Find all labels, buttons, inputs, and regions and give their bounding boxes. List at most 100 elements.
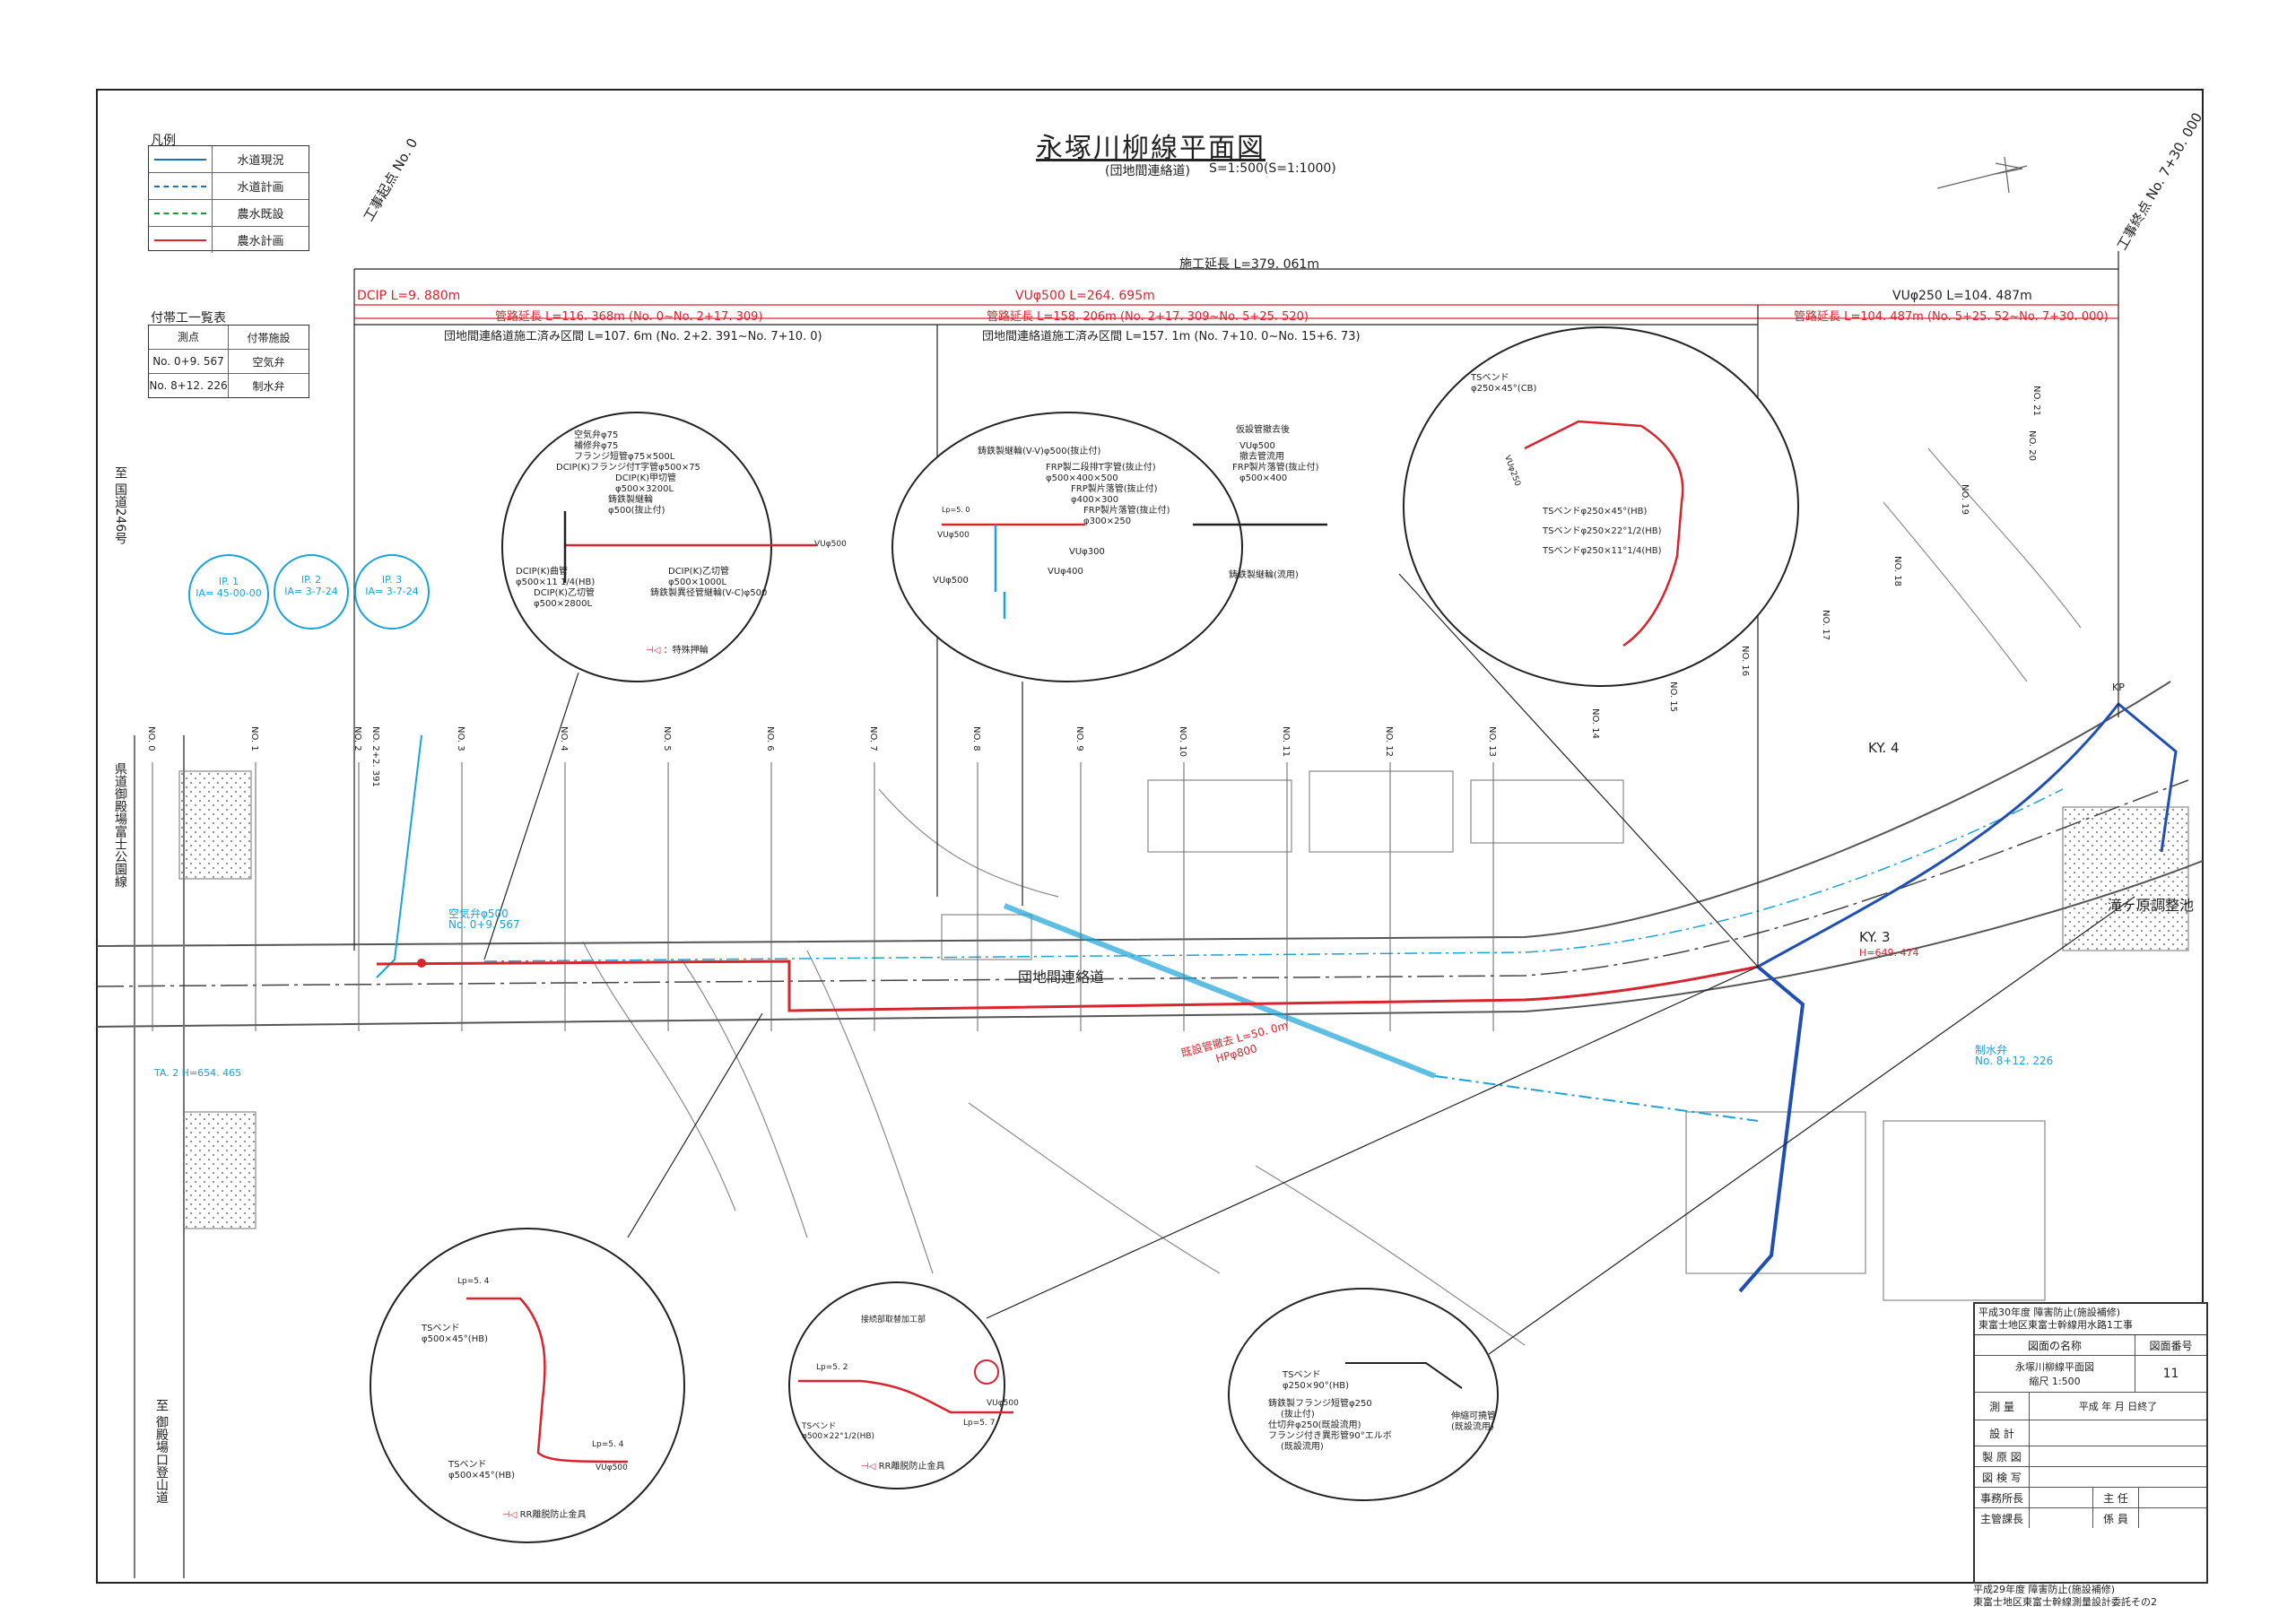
station-label: NO. 5: [662, 726, 672, 751]
facilities-col-header: 付帯施設: [247, 331, 291, 344]
station-label: NO. 1: [249, 726, 259, 751]
detail-4-legend: ⊣◁ RR離脱防止金具: [502, 1510, 587, 1520]
bottom-road-label: 至 御殿場口登山道: [154, 1399, 169, 1504]
station-label: NO. 2: [352, 726, 362, 751]
legend-heading: 凡例: [151, 134, 176, 148]
drawing-title: 永塚川柳線平面図: [1036, 133, 1265, 164]
station-label: NO. 17: [1821, 610, 1831, 641]
detail-5-title: 接続部取替加工部: [861, 1316, 926, 1324]
table-row: No. 8+12. 226 制水弁: [149, 374, 309, 397]
table-row: No. 0+9. 567 空気弁: [149, 350, 309, 374]
station-label: NO. 18: [1892, 556, 1902, 587]
detail-2-diagram: [942, 523, 1327, 619]
legend-label: 水道計画: [237, 181, 284, 195]
vu250-length-label: VUφ250 L=104. 487m: [1892, 289, 2032, 303]
detail-circle-2: [891, 412, 1243, 682]
legend-swatch: [149, 173, 213, 199]
legend-row: 水道現況: [149, 146, 309, 173]
ip-circle-1: IP. 1 IA= 45-00-00: [188, 554, 269, 635]
planned-main-pipe: [376, 960, 1759, 1012]
detail-4-lp: Lp=5. 4: [592, 1440, 624, 1449]
existing-water-line: [376, 734, 422, 978]
dcip-length-label: DCIP L=9. 880m: [357, 289, 461, 303]
prefectural-road-label: 県道御殿場富士公園線: [113, 762, 127, 888]
footer-line-2: 東富士地区東富士幹線測量設計委託その2: [1973, 1596, 2157, 1608]
footer-note: 平成29年度 障害防止(施設補修) 東富士地区東富士幹線測量設計委託その2: [1973, 1584, 2224, 1609]
detail-4-bend-b: TSベンド φ500×45°(HB): [448, 1460, 515, 1481]
title-block: 平成30年度 障害防止(施設補修) 東富士地区東富士幹線用水路1工事 図面の名称…: [1973, 1302, 2208, 1584]
pond-label: 滝ヶ原調整池: [2108, 897, 2195, 914]
detail-6-bend: TSベンド φ250×90°(HB): [1283, 1370, 1349, 1391]
legend-row: 水道計画: [149, 173, 309, 200]
station-label: NO. 12: [1384, 726, 1394, 758]
tb-draft: 製 原 図: [1975, 1446, 2030, 1466]
station-label: NO. 14: [1590, 708, 1600, 740]
detail-1-notes: 空気弁φ75 補修弁φ75 フランジ短管φ75×500L DCIP(K)フランジ…: [556, 430, 700, 516]
detail-2-vu400: VUφ400: [1048, 567, 1083, 577]
tb-drawing-no: 11: [2162, 1367, 2179, 1381]
station-label: NO. 13: [1487, 726, 1497, 758]
detail-1-notes-lower: DCIP(K)曲管 φ500×11 1/4(HB) DCIP(K)乙切管 φ50…: [516, 567, 768, 609]
legend-label: 農水既設: [237, 208, 284, 221]
detail-5-bend: TSベンド φ500×22°1/2(HB): [802, 1422, 875, 1441]
station-label: NO. 2+2. 391: [370, 726, 380, 787]
vu500-length-label: VUφ500 L=264. 695m: [1015, 289, 1155, 303]
project-line-1: 平成30年度 障害防止(施設補修): [1979, 1307, 2121, 1318]
detail-4-diagram: [466, 1297, 629, 1463]
detail-5-lp-a: Lp=5. 2: [816, 1363, 848, 1372]
legend-swatch: [149, 200, 213, 226]
planned-water-line: [483, 788, 2064, 962]
station-label: NO. 3: [456, 726, 465, 751]
legend-box: 水道現況 水道計画 農水既設 農水計画: [148, 145, 309, 253]
table-cell: No. 8+12. 226: [149, 374, 229, 397]
station-label: NO. 8: [971, 726, 981, 751]
table-cell: 空気弁: [252, 355, 285, 369]
control-valve-label: 制水弁: [1975, 1044, 2008, 1056]
air-valve-label: 空気弁φ500: [448, 908, 509, 920]
background-map: [178, 447, 2189, 1346]
detail-5-lp-b: Lp=5. 7: [963, 1419, 996, 1428]
detail-circle-3: [1403, 326, 1799, 687]
detail-2-notes: 鋳鉄製継輪(V-V)φ500(抜止付) FRP製二段排T字管(抜止付) φ500…: [978, 447, 1170, 526]
station-label: NO. 6: [765, 726, 775, 751]
station-label: NO. 11: [1281, 726, 1291, 758]
detail-3-notes: TSベンド φ250×45°(CB): [1471, 373, 1537, 394]
existing-pipe-extension: [1434, 1075, 1759, 1122]
legend-row: 農水既設: [149, 200, 309, 227]
planned-pipe-vu250: [1757, 701, 2178, 968]
detail-2-temp-notes: 仮設管撤去後 VUφ500 撤去管流用 FRP製片落管(抜止付) φ500×40…: [1232, 425, 1319, 483]
station-label: NO. 9: [1074, 726, 1084, 751]
station-label: NO. 15: [1668, 682, 1678, 713]
detail-circle-4: [370, 1228, 685, 1543]
pipe-length-1: 管路延長 L=116. 368m (No. 0~No. 2+17. 309): [495, 310, 763, 324]
road-centerline: [96, 779, 2189, 987]
detail-5-vu500: VUφ500: [987, 1399, 1019, 1408]
detail-4-vu500: VUφ500: [596, 1463, 628, 1472]
drawing-scale: S=1:500(S=1:1000): [1209, 161, 1336, 176]
planned-pipe-branch: [1738, 965, 1805, 1293]
tb-survey: 測 量: [1975, 1393, 2030, 1420]
detail-4-notes: Lp=5. 4: [457, 1277, 490, 1286]
detail-4-bend-a: TSベンド φ500×45°(HB): [422, 1324, 488, 1344]
facilities-col-header: 測点: [149, 326, 229, 349]
construction-length-label: 施工延長 L=379. 061m: [1179, 257, 1319, 272]
detail-5-diagram: [798, 1379, 1013, 1414]
detail-circle-1: [501, 412, 772, 682]
road-name-label: 団地間連絡道: [1018, 968, 1105, 986]
ky3-height: H=649. 474: [1859, 947, 1919, 959]
tb-design: 設 計: [1975, 1420, 2030, 1446]
route246-label: 至 国道246号: [113, 466, 127, 545]
detail-3-diagram: [1524, 420, 1684, 647]
air-valve-marker: [417, 959, 426, 968]
station-label: NO. 19: [1960, 484, 1970, 516]
ip-circle-3: IP. 3 IA= 3-7-24: [354, 554, 430, 630]
legend-row: 農水計画: [149, 227, 309, 253]
legend-label: 農水計画: [237, 235, 284, 248]
table-cell: No. 0+9. 567: [149, 350, 229, 373]
tb-check: 図 検 写: [1975, 1467, 2030, 1487]
air-valve-station: No. 0+9. 567: [448, 918, 520, 931]
detail-6-notes: 鋳鉄製フランジ短管φ250 (抜止付) 仕切弁φ250(既設流用) フランジ付き…: [1268, 1399, 1392, 1452]
tb-survey-date: 平成 年 月 日終了: [2078, 1401, 2158, 1412]
tb-col-name: 図面の名称: [1975, 1335, 2135, 1355]
